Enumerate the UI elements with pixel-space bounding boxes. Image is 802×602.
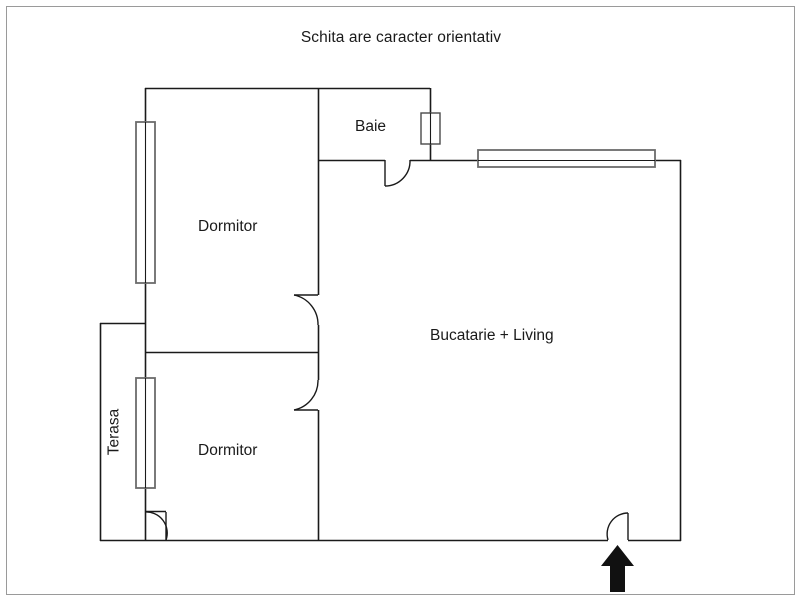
room-label-dormitor-upper: Dormitor [198,218,258,235]
door-bathroom [384,159,411,187]
door-bedroom-lower [293,379,319,411]
door-bedroom-upper [293,294,319,326]
interior-walls [145,88,430,541]
entrance-arrow-icon [601,545,634,592]
window-bathroom [420,112,441,145]
room-label-baie: Baie [355,118,387,135]
window-living-top [477,149,656,168]
window-left-bedroom-upper [135,121,156,284]
window-left-terrace [135,377,156,489]
room-label-dormitor-lower: Dormitor [198,442,258,459]
room-label-bucatarie-living: Bucatarie + Living [430,327,554,344]
door-entrance [606,512,629,541]
page-title: Schita are caracter orientativ [300,29,502,46]
room-label-terasa: Terasa [105,408,123,456]
door-terrace [144,510,168,541]
